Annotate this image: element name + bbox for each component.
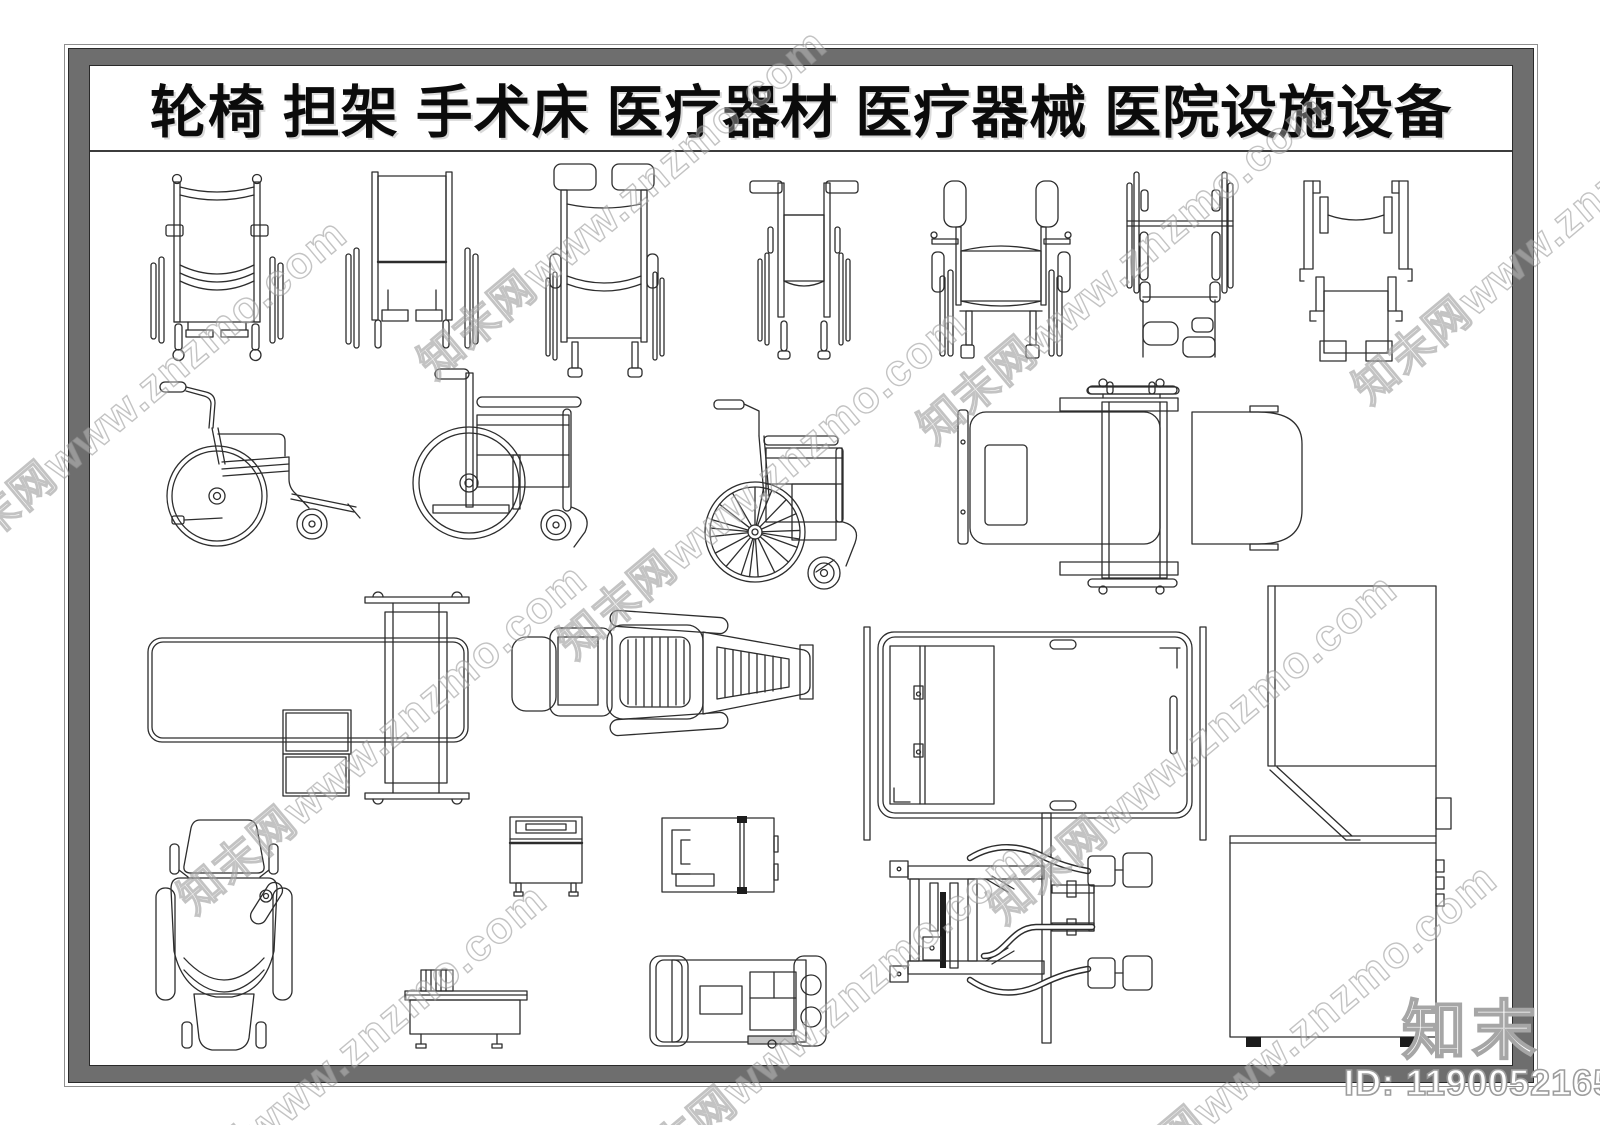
exam-chair-top-view-icon — [957, 378, 1303, 595]
equipment-box-top-view-icon — [661, 816, 779, 894]
wheelchair-side-view-1-icon — [159, 381, 361, 547]
dental-chair-top-view-icon — [511, 609, 814, 737]
xray-machine-side-view-icon — [1229, 585, 1452, 1047]
frame-band: 轮椅 担架 手术床 医疗器材 医疗器械 医院设施设备 — [68, 48, 1534, 1083]
drawer-cart-side-view-icon — [508, 816, 584, 897]
drawing-frame: 轮椅 担架 手术床 医疗器材 医疗器械 医院设施设备 — [64, 44, 1538, 1087]
title-bar: 轮椅 担架 手术床 医疗器材 医疗器械 医院设施设备 — [90, 66, 1512, 152]
spokes — [709, 486, 801, 578]
rehab-trainer-machine-icon — [889, 812, 1153, 1044]
exam-bed-side-view-icon — [404, 969, 528, 1049]
recliner-chair-top-view-icon — [155, 819, 293, 1051]
wheelchair-front-elevation-2-icon — [545, 163, 665, 378]
page-title: 轮椅 担架 手术床 医疗器材 医疗器械 医院设施设备 — [149, 81, 1453, 145]
wheelchair-back-elevation-2-icon — [749, 180, 859, 360]
wheelchair-front-elevation-1-icon — [150, 173, 284, 362]
wheelchair-top-view-icon — [1299, 180, 1413, 362]
wheelchair-back-elevation-1-icon — [345, 171, 479, 349]
wheelchair-front-elevation-3-icon — [930, 180, 1072, 359]
instrument-cart-top-view-icon — [649, 955, 827, 1049]
wheelchair-side-view-2-icon — [412, 368, 588, 548]
operating-table-top-view-icon — [147, 591, 470, 805]
wheelchair-front-elevation-4-icon — [1126, 171, 1234, 358]
stretcher-top-view-icon — [863, 626, 1207, 841]
drawing-sheet: 轮椅 担架 手术床 医疗器材 医疗器械 医院设施设备 — [89, 65, 1513, 1066]
wheelchair-side-view-spoked-icon — [704, 399, 858, 590]
